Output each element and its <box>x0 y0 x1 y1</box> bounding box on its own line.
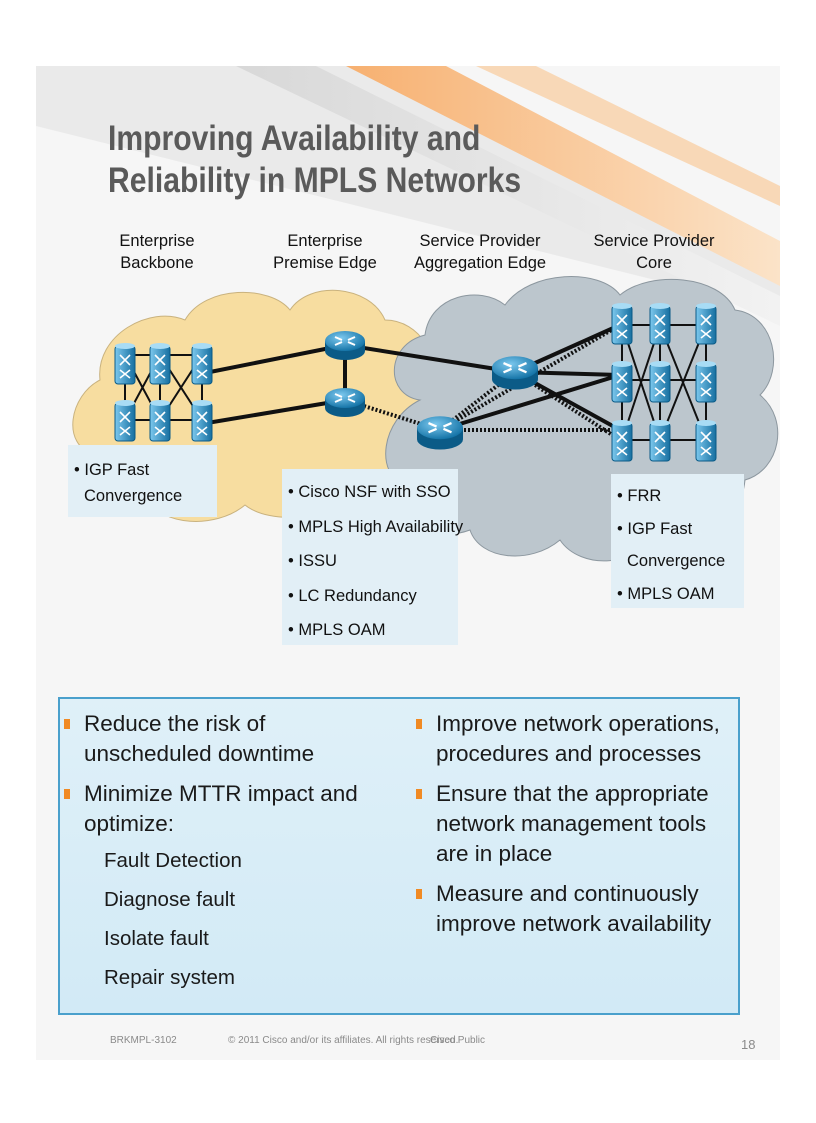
summary-sub-item: Repair system <box>104 966 236 989</box>
router-icon <box>490 355 540 391</box>
summary-bullet: Measure and continuously improve network… <box>412 879 737 939</box>
switch-icon <box>114 399 136 442</box>
router-icon <box>324 387 366 418</box>
switch-icon <box>149 342 171 385</box>
switch-icon <box>114 342 136 385</box>
feature-item: LC Redundancy <box>288 579 458 614</box>
summary-sub-item: Fault Detection <box>104 849 242 872</box>
router-icon <box>324 330 366 361</box>
summary-panel: Reduce the risk of unscheduled downtime … <box>58 697 740 1015</box>
tier-label-sp-aggregation: Service Provider Aggregation Edge <box>413 232 547 272</box>
summary-right-column: Improve network operations, procedures a… <box>412 709 737 949</box>
page-number: 18 <box>741 1037 756 1052</box>
summary-bullet: Improve network operations, procedures a… <box>412 709 737 769</box>
feature-item: IGP Fast <box>617 513 744 546</box>
enterprise-feature-box: IGP Fast Convergence <box>68 445 217 517</box>
feature-item: ISSU <box>288 544 458 579</box>
feature-item: Cisco NSF with SSO <box>288 475 458 510</box>
switch-icon <box>649 360 671 403</box>
switch-icon <box>191 399 213 442</box>
switch-icon <box>191 342 213 385</box>
summary-bullet: Reduce the risk of unscheduled downtime <box>60 709 390 769</box>
switch-icon <box>611 419 633 462</box>
feature-item: Convergence <box>627 552 726 570</box>
router-icon <box>415 415 465 451</box>
feature-item: MPLS High Availability <box>288 510 463 545</box>
core-feature-box: FRR IGP Fast Convergence MPLS OAM <box>611 474 744 608</box>
feature-item: MPLS OAM <box>288 613 458 648</box>
switch-icon <box>611 302 633 345</box>
copyright-text: © 2011 Cisco and/or its affiliates. All … <box>228 1035 459 1046</box>
tier-label-enterprise-edge: Enterprise Premise Edge <box>273 232 377 272</box>
summary-bullet: Minimize MTTR impact and optimize: <box>60 779 390 839</box>
summary-left-column: Reduce the risk of unscheduled downtime … <box>60 709 390 997</box>
feature-item: IGP Fast <box>74 457 217 483</box>
classification-text: Cisco Public <box>430 1035 486 1046</box>
switch-icon <box>649 302 671 345</box>
feature-item: Convergence <box>84 487 183 505</box>
feature-item: MPLS OAM <box>617 578 744 611</box>
switch-icon <box>695 302 717 345</box>
tier-label-enterprise-backbone: Enterprise Backbone <box>119 232 195 272</box>
tier-label-sp-core: Service Provider Core <box>593 232 715 272</box>
feature-item: FRR <box>617 480 744 513</box>
summary-sub-item: Diagnose fault <box>104 888 236 911</box>
page-title: Improving Availability and Reliability i… <box>108 119 522 200</box>
summary-sub-item: Isolate fault <box>104 927 209 950</box>
switch-icon <box>611 360 633 403</box>
slide-decoration <box>36 66 780 326</box>
switch-icon <box>149 399 171 442</box>
session-id: BRKMPL-3102 <box>110 1035 177 1046</box>
switch-icon <box>649 419 671 462</box>
switch-icon <box>695 419 717 462</box>
switch-icon <box>695 360 717 403</box>
edge-feature-box: Cisco NSF with SSO MPLS High Availabilit… <box>282 469 463 648</box>
summary-bullet: Ensure that the appropriate network mana… <box>412 779 737 869</box>
